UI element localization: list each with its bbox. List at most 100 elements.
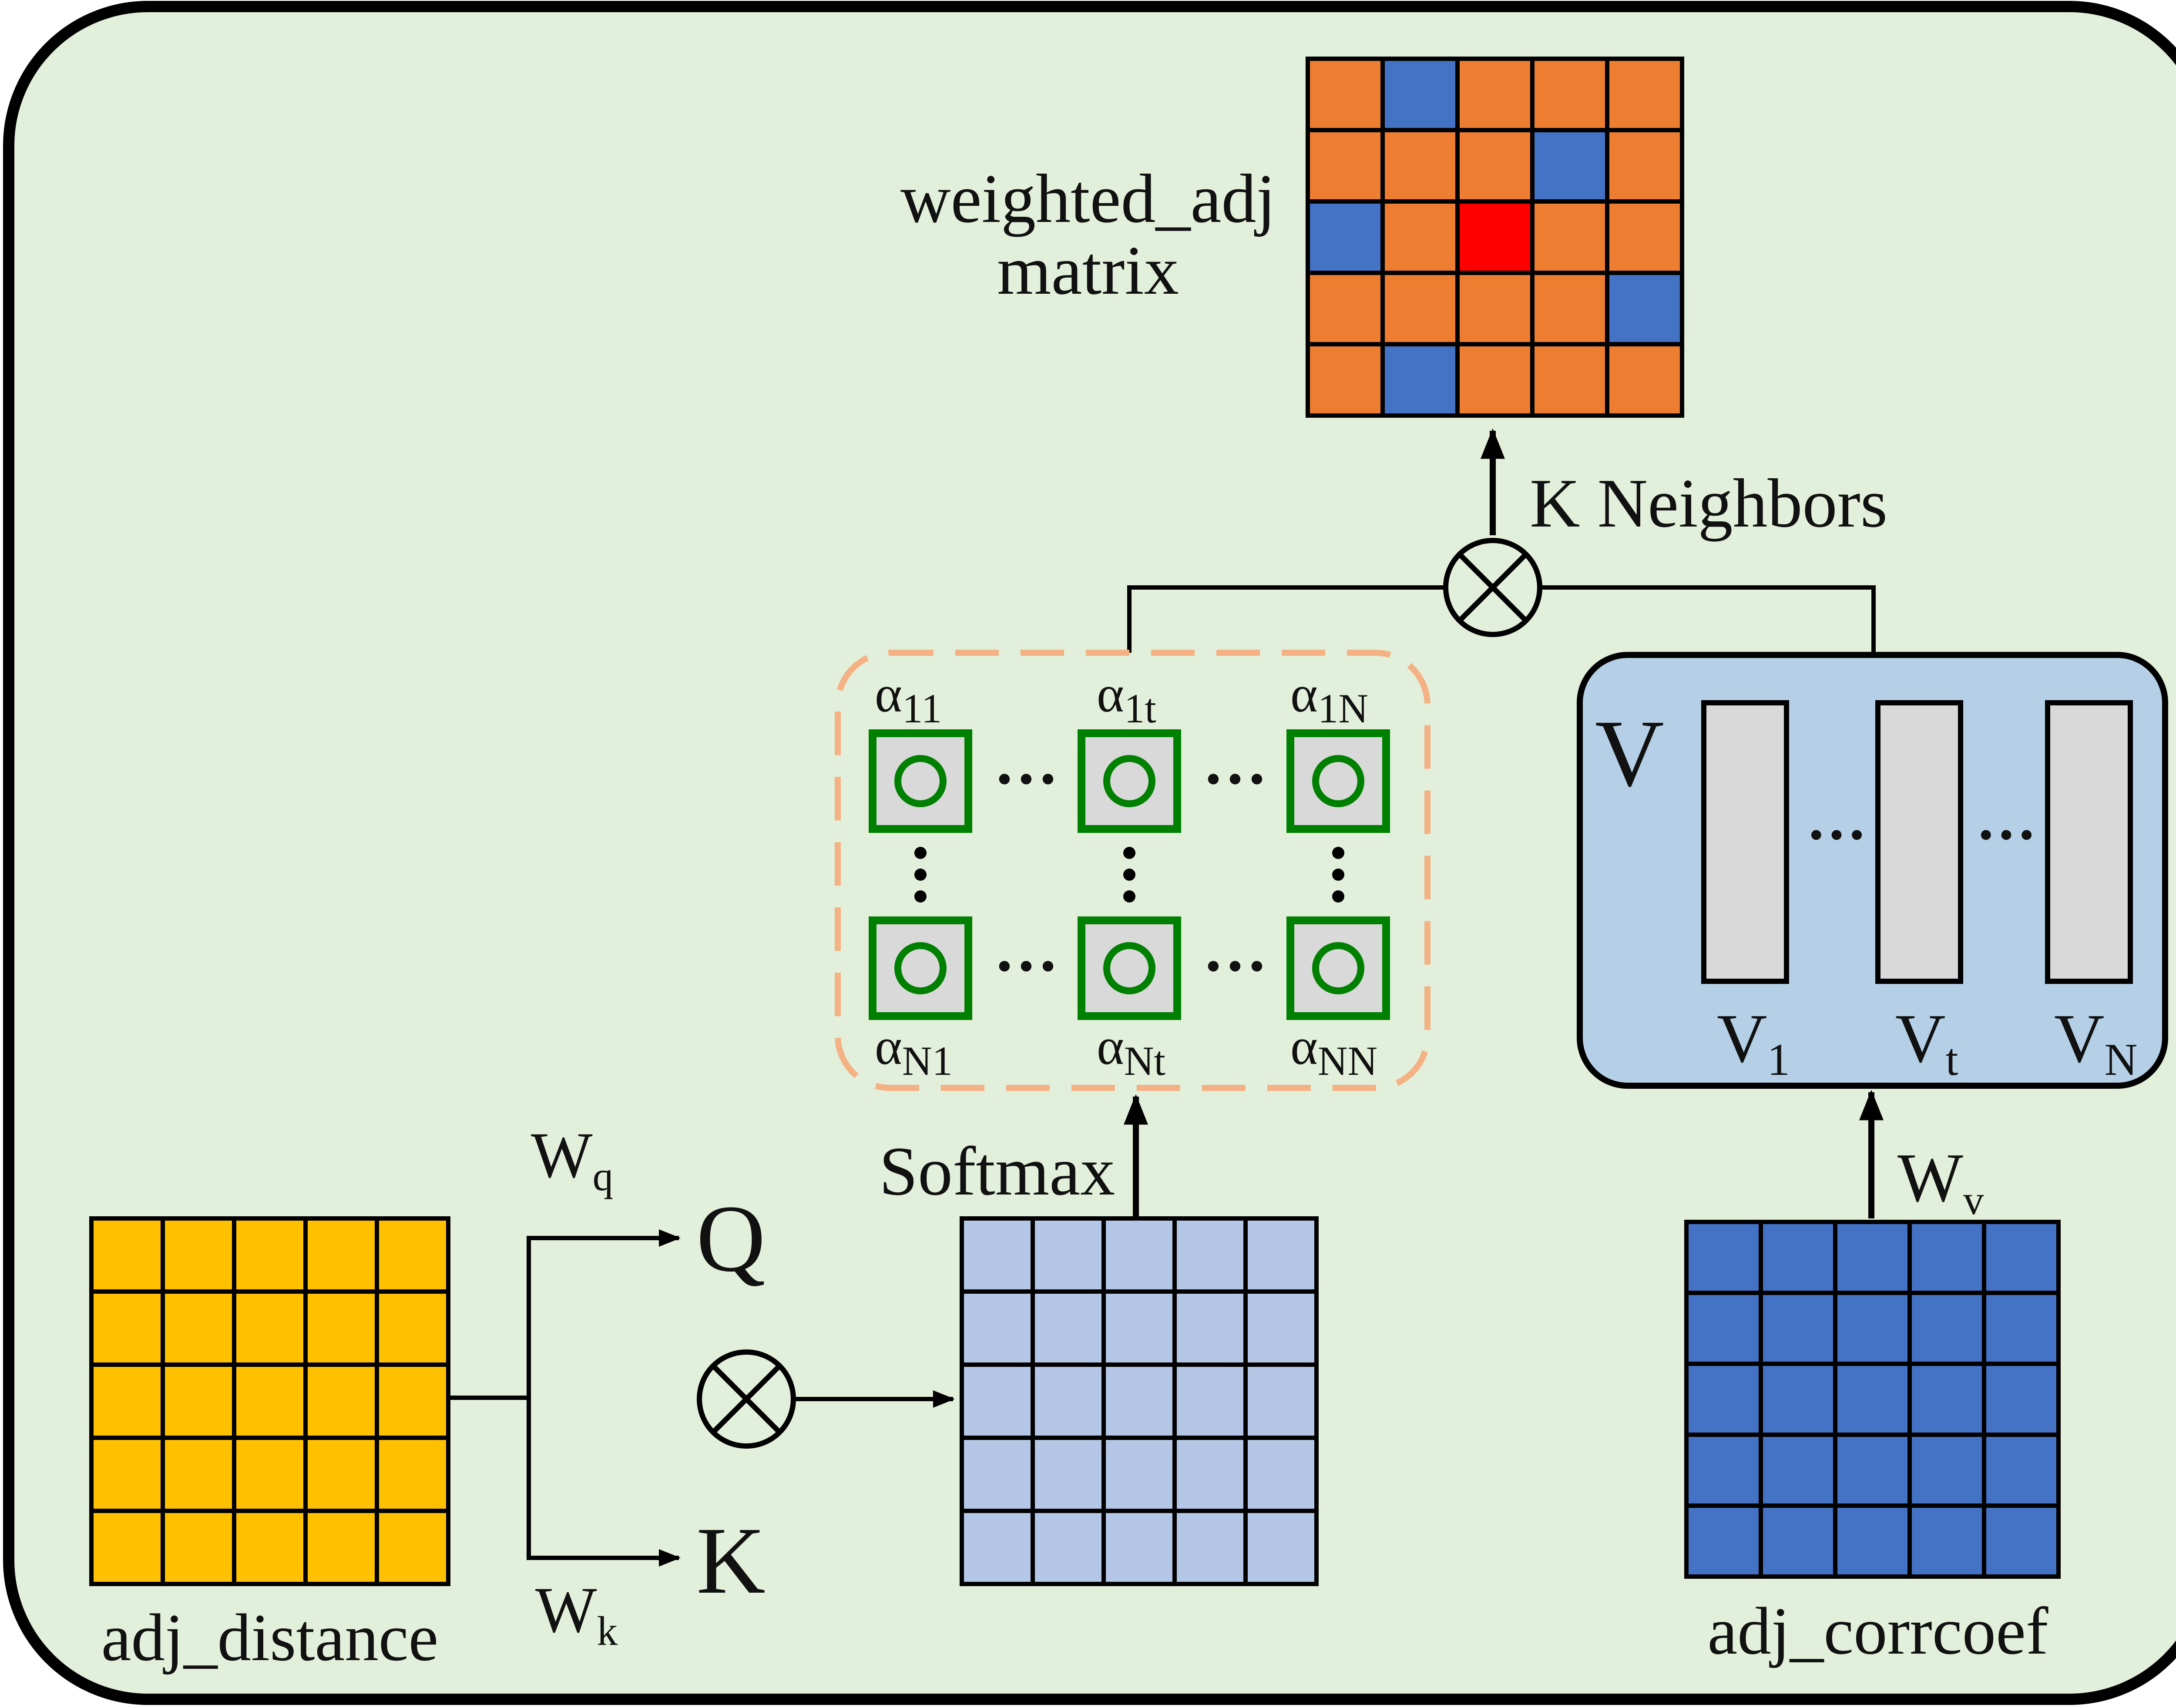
v1-label: V1 xyxy=(1717,1000,1790,1085)
adj-distance-cell xyxy=(161,1289,236,1367)
softmax-cell xyxy=(1243,1289,1319,1367)
weighted-adj-cell xyxy=(1530,271,1609,346)
vN-label: VN xyxy=(2054,1000,2137,1085)
weighted-adj-cell xyxy=(1605,57,1684,132)
weighted-adj-cell xyxy=(1380,128,1460,204)
weighted-adj-cell xyxy=(1530,128,1609,204)
adj-corrcoef-cell xyxy=(1759,1362,1837,1437)
v-ellipsis-b: ··· xyxy=(1976,801,2037,869)
adj-distance-cell xyxy=(89,1509,165,1586)
adj-distance-matrix xyxy=(89,1216,450,1586)
softmax-cell xyxy=(1243,1509,1319,1586)
adj-distance-cell xyxy=(161,1509,236,1586)
adj-corrcoef-cell xyxy=(1833,1433,1912,1508)
softmax-cell xyxy=(960,1289,1035,1367)
adj-distance-cell xyxy=(375,1216,450,1294)
adj-corrcoef-cell xyxy=(1907,1220,1986,1295)
wv-label: Wv xyxy=(1897,1139,1984,1223)
v-to-multiply-line xyxy=(1540,585,1876,653)
adj-distance-label: adj_distance xyxy=(101,1600,439,1675)
softmax-cell xyxy=(1101,1216,1177,1294)
softmax-matrix xyxy=(960,1216,1319,1586)
adj-corrcoef-cell xyxy=(1759,1433,1837,1508)
weighted-adj-cell xyxy=(1605,342,1684,418)
softmax-cell xyxy=(960,1509,1035,1586)
adj-corrcoef-cell xyxy=(1982,1291,2061,1366)
weighted-adj-cell xyxy=(1380,271,1460,346)
attention-weights-group xyxy=(835,650,1431,1091)
vertical-ellipses xyxy=(914,847,1344,903)
adj-corrcoef-cell xyxy=(1759,1503,1837,1579)
softmax-cell xyxy=(960,1362,1035,1440)
softmax-cell xyxy=(1101,1509,1177,1586)
k-neighbors-label: K Neighbors xyxy=(1530,464,1887,542)
alpha-Nt-label: αNt xyxy=(1097,1017,1165,1084)
weighted-adj-cell xyxy=(1455,271,1535,346)
adj-corrcoef-cell xyxy=(1833,1291,1912,1366)
weighted-adj-cell xyxy=(1530,199,1609,275)
adj-distance-cell xyxy=(375,1289,450,1367)
adj-distance-cell xyxy=(89,1436,165,1513)
weighted-adj-cell xyxy=(1530,342,1609,418)
softmax-cell xyxy=(1031,1362,1106,1440)
adj-corrcoef-cell xyxy=(1833,1220,1912,1295)
softmax-cell xyxy=(1172,1509,1248,1586)
alpha-11-label: α11 xyxy=(875,665,942,732)
softmax-cell xyxy=(1172,1289,1248,1367)
adj-distance-cell xyxy=(303,1509,379,1586)
weighted-adj-cell xyxy=(1306,128,1385,204)
adj-distance-cell xyxy=(303,1436,379,1513)
softmax-cell xyxy=(1243,1436,1319,1513)
weighted-adj-cell xyxy=(1455,57,1535,132)
q-label: Q xyxy=(696,1185,766,1292)
v-bar-t xyxy=(1875,700,1963,984)
weighted-adj-cell xyxy=(1306,342,1385,418)
adj-distance-cell xyxy=(232,1362,308,1440)
adj-distance-cell xyxy=(232,1509,308,1586)
softmax-label: Softmax xyxy=(879,1132,1115,1210)
attention-to-multiply-line xyxy=(1127,585,1446,653)
adj-corrcoef-cell xyxy=(1759,1291,1837,1366)
adj-distance-cell xyxy=(232,1436,308,1513)
weighted-adj-cell xyxy=(1530,57,1609,132)
softmax-cell xyxy=(1172,1436,1248,1513)
diagram-panel xyxy=(3,1,2176,1705)
adj-distance-cell xyxy=(89,1216,165,1294)
softmax-cell xyxy=(960,1216,1035,1294)
alpha-1N-label: α1N xyxy=(1290,665,1368,732)
weighted-adj-label-line2: matrix xyxy=(997,232,1179,309)
adj-corrcoef-cell xyxy=(1684,1503,1763,1579)
alpha-1t-box xyxy=(1078,729,1181,833)
adj-corrcoef-cell xyxy=(1907,1291,1986,1366)
alpha-NN-box xyxy=(1286,916,1390,1020)
adj-distance-cell xyxy=(161,1362,236,1440)
alpha-1N-box xyxy=(1286,729,1390,833)
alpha-1t-label: α1t xyxy=(1097,665,1156,732)
vt-label: Vt xyxy=(1895,1000,1958,1085)
weighted-adj-cell xyxy=(1605,271,1684,346)
adj-corrcoef-cell xyxy=(1684,1433,1763,1508)
adj-corrcoef-cell xyxy=(1982,1503,2061,1579)
adj-corrcoef-cell xyxy=(1982,1220,2061,1295)
v-bar-N xyxy=(2045,700,2133,984)
weighted-adj-cell xyxy=(1380,57,1460,132)
adj-distance-cell xyxy=(303,1289,379,1367)
wk-label: Wk xyxy=(535,1574,618,1654)
adj-corrcoef-cell xyxy=(1982,1433,2061,1508)
weighted-adj-cell xyxy=(1306,57,1385,132)
ellipsis-row2-b: ··· xyxy=(1202,930,1268,1002)
adj-distance-cell xyxy=(161,1436,236,1513)
softmax-cell xyxy=(1101,1362,1177,1440)
wq-label: Wq xyxy=(531,1119,613,1199)
adj-corrcoef-cell xyxy=(1907,1503,1986,1579)
softmax-cell xyxy=(1031,1509,1106,1586)
adj-distance-cell xyxy=(161,1216,236,1294)
weighted-adj-cell xyxy=(1380,199,1460,275)
weighted-adj-cell xyxy=(1455,342,1535,418)
adj-corrcoef-cell xyxy=(1982,1362,2061,1437)
softmax-cell xyxy=(1031,1436,1106,1513)
v-vectors xyxy=(1701,700,2133,984)
softmax-cell xyxy=(960,1436,1035,1513)
attention-weight-cells xyxy=(869,729,1390,1020)
